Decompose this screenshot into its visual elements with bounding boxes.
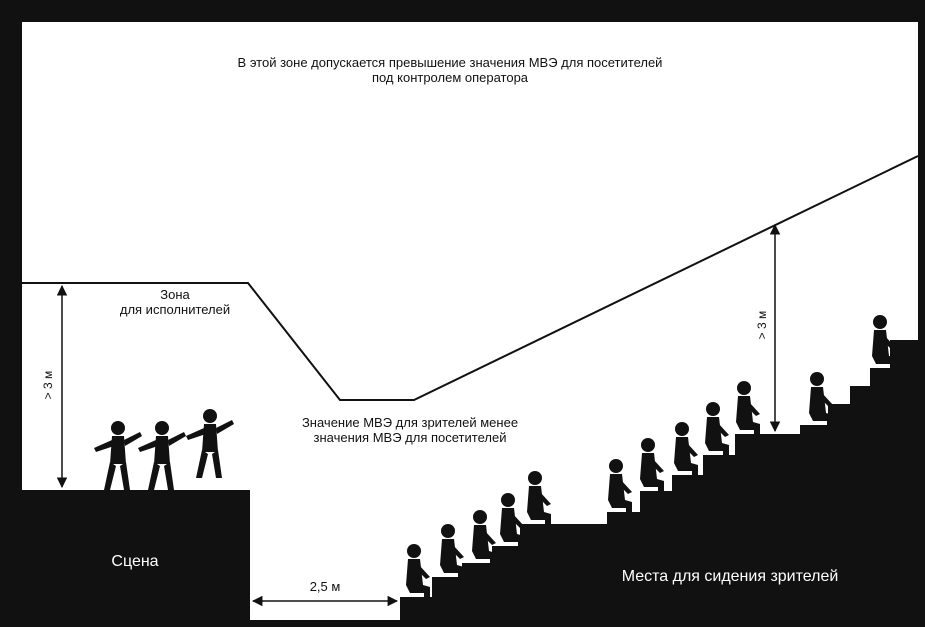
distance-label: 2,5 м <box>309 579 341 594</box>
seats-label: Места для сидения зрителей <box>621 568 839 585</box>
performer-zone-line-2: для исполнителей <box>119 301 231 317</box>
top-zone-line-2: под контролем оператора <box>371 69 529 85</box>
seating-steps <box>400 340 918 620</box>
audience-value-line-2: значения МВЭ для посетителей <box>313 429 507 445</box>
performer-zone-line-1: Зона <box>160 287 190 302</box>
performers <box>94 409 234 490</box>
stage-label: Сцена <box>111 553 159 570</box>
height-right-label: > 3 м <box>755 310 769 340</box>
zone-boundary-line <box>22 155 919 401</box>
top-zone-label: В этой зоне допускается превышение значе… <box>140 55 760 86</box>
top-zone-line-1: В этой зоне допускается превышение значе… <box>237 55 663 70</box>
audience-value-line-1: Значение МВЭ для зрителей менее <box>301 415 519 430</box>
performer-zone-label: Зона для исполнителей <box>80 287 270 318</box>
stage-block <box>22 490 250 620</box>
height-left-label: > 3 м <box>41 370 55 400</box>
audience-value-label: Значение МВЭ для зрителей менее значения… <box>250 415 570 446</box>
